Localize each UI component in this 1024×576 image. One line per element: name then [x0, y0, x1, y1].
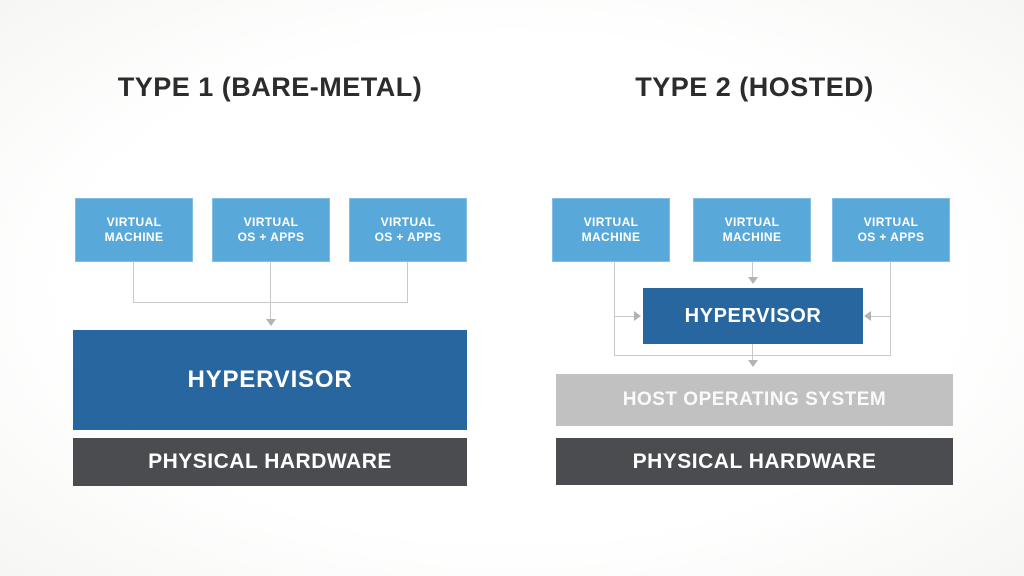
- type1-vm-box-2: VIRTUAL OS + APPS: [212, 198, 330, 262]
- hypervisor-label: HYPERVISOR: [187, 366, 353, 393]
- hypervisor-label: HYPERVISOR: [684, 304, 822, 327]
- connector-line: [871, 316, 891, 317]
- type1-title: TYPE 1 (BARE-METAL): [117, 72, 423, 102]
- type2-vm-box-1: VIRTUAL MACHINE: [552, 198, 670, 262]
- down-arrowhead-icon: [266, 319, 276, 326]
- vm-label-line2: MACHINE: [581, 230, 641, 244]
- connector-line: [890, 262, 891, 356]
- vm-label-line2: OS + APPS: [237, 230, 305, 244]
- connector-line: [614, 262, 615, 356]
- vm-label-line1: VIRTUAL: [863, 215, 919, 229]
- type1-vm-box-3: VIRTUAL OS + APPS: [349, 198, 467, 262]
- type2-title: TYPE 2 (HOSTED): [635, 72, 874, 102]
- vm-label-line1: VIRTUAL: [106, 215, 162, 229]
- vm-label-line1: VIRTUAL: [583, 215, 639, 229]
- connector-line: [752, 344, 753, 360]
- type2-physical-hardware-box: PHYSICAL HARDWARE: [556, 438, 953, 485]
- vm-label-line2: MACHINE: [722, 230, 782, 244]
- vm-label-line2: OS + APPS: [857, 230, 925, 244]
- connector-line: [407, 262, 408, 303]
- connector-line: [133, 302, 408, 303]
- vm-label-line1: VIRTUAL: [724, 215, 780, 229]
- physical-hardware-label: PHYSICAL HARDWARE: [148, 450, 392, 473]
- type2-vm-box-2: VIRTUAL MACHINE: [693, 198, 811, 262]
- down-arrowhead-icon: [748, 360, 758, 367]
- down-arrowhead-icon: [748, 277, 758, 284]
- vm-label-line2: OS + APPS: [374, 230, 442, 244]
- connector-line: [614, 316, 634, 317]
- connector-line: [270, 262, 271, 319]
- type1-vm-box-1: VIRTUAL MACHINE: [75, 198, 193, 262]
- connector-line: [752, 262, 753, 277]
- type2-host-os-box: HOST OPERATING SYSTEM: [556, 374, 953, 426]
- type2-hypervisor-box: HYPERVISOR: [643, 288, 863, 344]
- connector-line: [133, 262, 134, 303]
- vm-label-line2: MACHINE: [104, 230, 164, 244]
- right-arrowhead-icon: [634, 311, 641, 321]
- host-os-label: HOST OPERATING SYSTEM: [622, 389, 887, 410]
- type2-vm-box-3: VIRTUAL OS + APPS: [832, 198, 950, 262]
- type1-physical-hardware-box: PHYSICAL HARDWARE: [73, 438, 467, 486]
- left-arrowhead-icon: [864, 311, 871, 321]
- vm-label-line1: VIRTUAL: [243, 215, 299, 229]
- vm-label-line1: VIRTUAL: [380, 215, 436, 229]
- physical-hardware-label: PHYSICAL HARDWARE: [632, 449, 877, 473]
- type1-hypervisor-box: HYPERVISOR: [73, 330, 467, 430]
